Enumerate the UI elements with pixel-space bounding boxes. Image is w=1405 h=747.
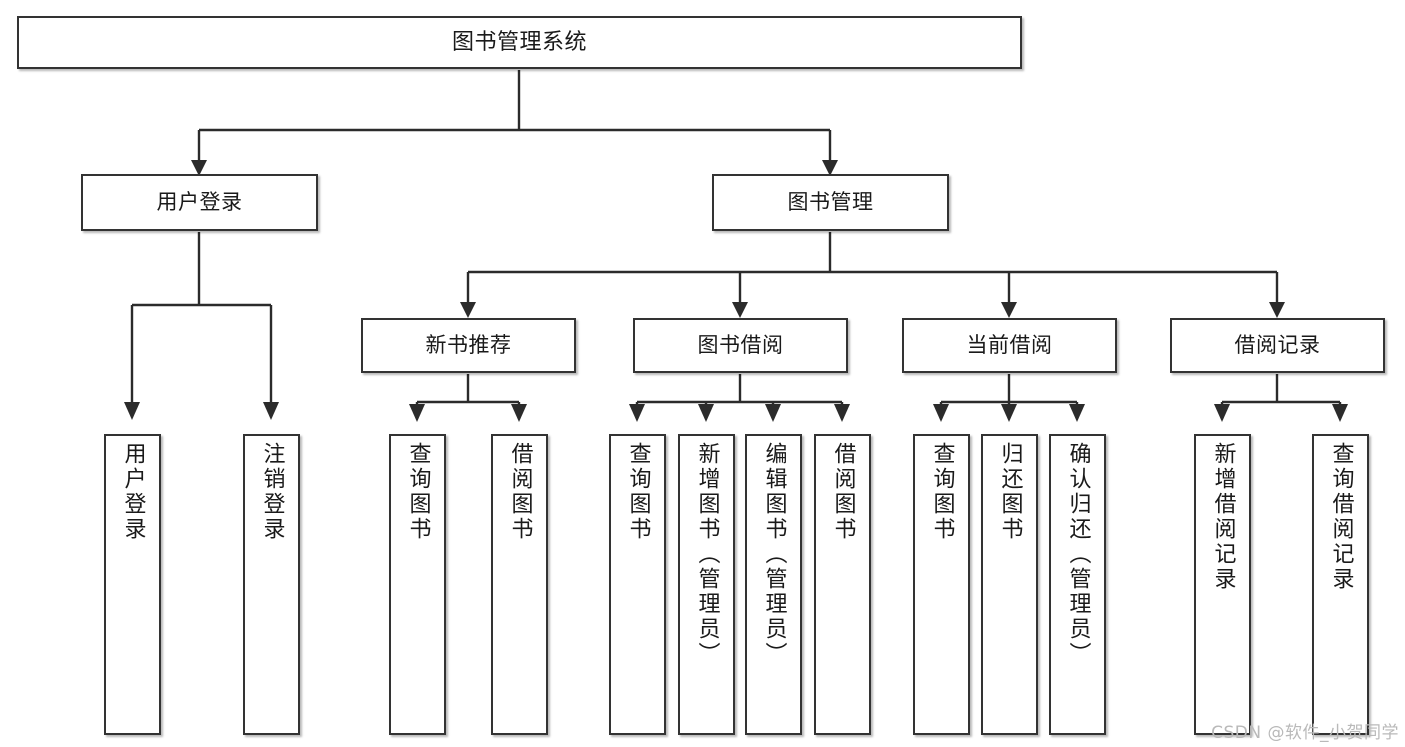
node-label: 归还图书 [997,442,1023,542]
node-label: 借阅图书 [830,442,856,542]
node-label: 查询借阅记录 [1328,442,1354,592]
node-label: 当前借阅 [966,333,1053,358]
node-leaf-query-record[interactable]: 查询借阅记录 [1312,434,1369,735]
node-borrow-record[interactable]: 借阅记录 [1170,318,1385,373]
node-leaf-add-book[interactable]: 新增图书（管理员） [678,434,735,735]
node-label: 注销登录 [259,442,285,542]
node-leaf-user-login[interactable]: 用户登录 [104,434,161,735]
node-label: 用户登录 [120,442,146,542]
node-user-login[interactable]: 用户登录 [81,174,318,231]
node-label: 借阅记录 [1234,333,1321,358]
node-book-manage[interactable]: 图书管理 [712,174,949,231]
node-label: 图书借阅 [697,333,784,358]
csdn-watermark: CSDN @软件_小贺同学 [1211,723,1399,743]
node-current-borrow[interactable]: 当前借阅 [902,318,1117,373]
node-label: 图书管理系统 [451,29,587,55]
node-leaf-query-book-1[interactable]: 查询图书 [389,434,446,735]
node-leaf-borrow-book-1[interactable]: 借阅图书 [491,434,548,735]
node-label: 查询图书 [405,442,431,542]
node-root-system[interactable]: 图书管理系统 [17,16,1022,69]
node-leaf-edit-book[interactable]: 编辑图书（管理员） [745,434,802,735]
node-leaf-user-logout[interactable]: 注销登录 [243,434,300,735]
node-label: 借阅图书 [507,442,533,542]
node-label: 查询图书 [625,442,651,542]
node-label: 编辑图书（管理员） [761,442,787,667]
node-leaf-add-record[interactable]: 新增借阅记录 [1194,434,1251,735]
node-label: 用户登录 [156,190,243,215]
node-label: 新书推荐 [425,333,512,358]
node-leaf-query-book-3[interactable]: 查询图书 [913,434,970,735]
node-leaf-confirm-return[interactable]: 确认归还（管理员） [1049,434,1106,735]
node-label: 图书管理 [787,190,874,215]
node-label: 查询图书 [929,442,955,542]
node-leaf-return-book[interactable]: 归还图书 [981,434,1038,735]
node-label: 新增图书（管理员） [694,442,720,667]
node-label: 新增借阅记录 [1210,442,1236,592]
node-book-borrow[interactable]: 图书借阅 [633,318,848,373]
node-new-book-rec[interactable]: 新书推荐 [361,318,576,373]
node-leaf-query-book-2[interactable]: 查询图书 [609,434,666,735]
node-label: 确认归还（管理员） [1065,442,1091,667]
node-leaf-borrow-book-2[interactable]: 借阅图书 [814,434,871,735]
